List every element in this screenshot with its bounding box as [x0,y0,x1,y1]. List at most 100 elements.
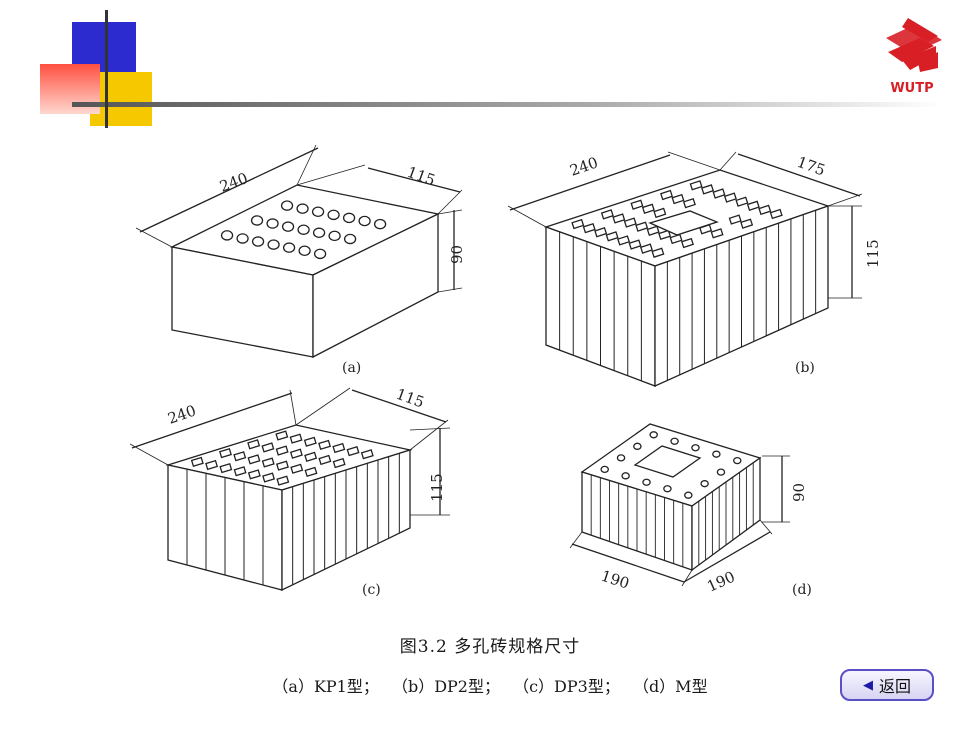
slot [303,436,317,447]
caption-item-c: （c）DP3型； [513,677,620,696]
brick-figure: 240 115 90 (a) 240 175 115 (b) [129,144,882,598]
slot [651,247,665,258]
slot [346,445,360,457]
slot [276,460,289,471]
slot [289,433,303,444]
hole [342,212,356,224]
hole [250,215,264,226]
panel-label-b: (b) [795,360,815,376]
dim-a-height: 90 [448,245,466,264]
dim-c-height: 115 [428,473,446,502]
slot [582,222,596,234]
slot [746,200,760,211]
dim-b-width-line [737,153,861,197]
brick-a: 240 115 90 (a) [135,144,466,376]
slot [710,228,724,239]
hole [649,431,658,439]
hole [220,230,234,241]
hole [328,230,341,242]
slot [612,213,626,224]
figure-caption-title: 图3.2 多孔砖规格尺寸 [399,637,581,657]
dim-d-height: 90 [790,483,808,502]
hole [716,468,726,476]
slot [594,227,608,238]
panel-label-d: (d) [792,582,812,598]
brick-c: 240 115 115 (c) [129,385,451,598]
slot [617,235,631,246]
dim-a-width-line [367,167,461,193]
dim-a-length: 240 [217,169,250,196]
caption-item-b: （b）DP2型； [391,677,500,696]
panel-label-a: (a) [342,360,361,376]
slot [247,454,261,465]
slot [728,214,742,225]
hole [616,454,626,462]
hole [311,206,325,218]
dim-d-width: 190 [704,568,737,596]
hole [312,227,326,239]
slot [605,231,619,242]
slot [247,469,261,480]
slot [304,466,318,477]
hole [373,218,387,230]
hole [281,221,295,232]
slot [689,180,703,191]
slot [660,189,674,201]
slot [769,208,783,220]
header-decoration [40,10,942,128]
slot [671,193,685,205]
back-button-label: 返回 [878,677,911,696]
brick-d: 90 190 190 (d) [569,423,812,598]
slot [571,218,585,230]
brick-a-holes [220,200,387,260]
slot [758,204,772,216]
hole [236,233,249,244]
panel-label-c: (c) [362,582,381,598]
deco-horizontal-line [72,102,942,107]
slot [304,451,318,462]
hole [642,478,651,486]
slot [205,459,219,471]
hole [282,242,296,253]
slot [276,475,290,486]
slot [680,237,694,249]
brick-b-center-hole [648,210,719,236]
slot [289,448,303,459]
slot [639,243,653,254]
slot [723,192,737,203]
slot [682,197,696,209]
slot [630,199,644,210]
back-button[interactable]: ◀ 返回 [840,669,934,701]
logo-mark-icon: WUTP [886,18,942,96]
deco-vertical-line [105,10,108,128]
hole [684,491,693,499]
hole [712,450,721,458]
slot [262,472,276,483]
hole [297,224,310,235]
hole [733,456,742,465]
caption-item-a: （a）KP1型； [272,677,379,696]
brick-c-slots [190,430,374,486]
hole [298,245,311,257]
brick-c-ribs [186,453,400,585]
dim-b-length-line [509,154,671,211]
slot [219,447,232,459]
brick-d-center-hole [633,445,702,478]
hole [663,485,672,493]
slot [318,454,332,466]
dim-c-length: 240 [165,401,198,427]
slot [275,445,289,456]
brick-b-slots [571,180,783,258]
slot [600,209,614,220]
deco-yellow-square [90,72,152,126]
slot [290,463,304,474]
caption-item-d: （d）M型 [632,677,708,696]
hole [313,248,327,260]
hole [267,239,280,250]
slot [628,239,642,250]
slot [233,451,247,462]
hole [700,480,709,488]
dim-a-width: 115 [405,163,438,190]
brick-d-ribs [590,462,754,567]
slot [261,457,275,468]
